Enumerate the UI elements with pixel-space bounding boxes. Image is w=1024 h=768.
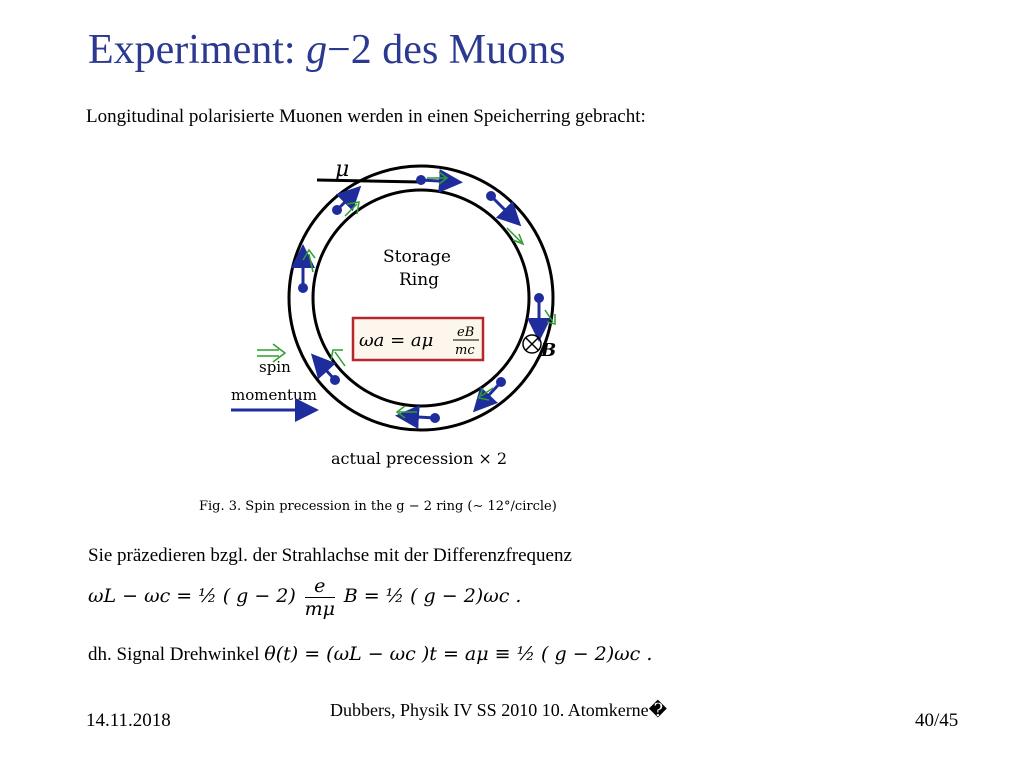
formula-den: mc [455, 343, 475, 358]
spin-legend-icon [257, 343, 287, 363]
title-suffix: −2 des Muons [327, 27, 566, 73]
b-label: B [540, 340, 556, 361]
formula-box [351, 316, 485, 362]
formula-num: eB [457, 325, 474, 340]
slide-title: Experiment: g−2 des Muons [88, 26, 565, 74]
ring-label-ring: Ring [399, 270, 439, 290]
eq1-den: mμ [304, 598, 335, 620]
eq1-right: B = ½ ( g − 2)ωc . [343, 584, 522, 607]
spin-label: spin [259, 358, 291, 376]
storage-ring-diagram: μ Storage Ring ωa = aμ eB [199, 157, 557, 514]
signal-angle-text: dh. Signal Drehwinkel [88, 644, 260, 665]
spin-arrows [302, 171, 556, 419]
footer-date: 14.11.2018 [86, 710, 171, 731]
mu-label: μ [335, 157, 349, 182]
page-number: 40/45 [915, 710, 959, 731]
b-field-icon [522, 334, 542, 354]
precession-label: actual precession × 2 [331, 449, 507, 468]
storage-ring-figure: μ Storage Ring ωa = aμ eB [195, 150, 615, 520]
outer-ring [287, 164, 555, 432]
eq1-fraction: e mμ [304, 575, 335, 620]
momentum-arrows [291, 169, 551, 430]
formula-text: ωa = aμ [359, 330, 433, 351]
momentum-label: momentum [231, 386, 317, 404]
title-var: g [306, 27, 328, 73]
inner-ring [311, 188, 531, 408]
injection-arrow [316, 178, 421, 184]
signal-angle-line: dh. Signal Drehwinkel θ(t) = (ωL − ωc )t… [88, 643, 652, 666]
differential-frequency-text: Sie präzedieren bzgl. der Strahlachse mi… [88, 545, 572, 566]
footer-source: Dubbers, Physik IV SS 2010 10. Atomkerne… [330, 700, 668, 720]
figure-caption: Fig. 3. Spin precession in the g − 2 rin… [199, 499, 557, 514]
intro-text: Longitudinal polarisierte Muonen werden … [86, 106, 646, 127]
equation-2: θ(t) = (ωL − ωc )t = aμ ≡ ½ ( g − 2)ωc . [264, 643, 653, 665]
title-prefix: Experiment: [88, 27, 307, 73]
ring-label-storage: Storage [383, 247, 451, 267]
eq1-left: ωL − ωc = ½ ( g − 2) [88, 584, 296, 607]
equation-1: ωL − ωc = ½ ( g − 2) e mμ B = ½ ( g − 2)… [88, 575, 521, 620]
eq1-num: e [304, 575, 335, 598]
